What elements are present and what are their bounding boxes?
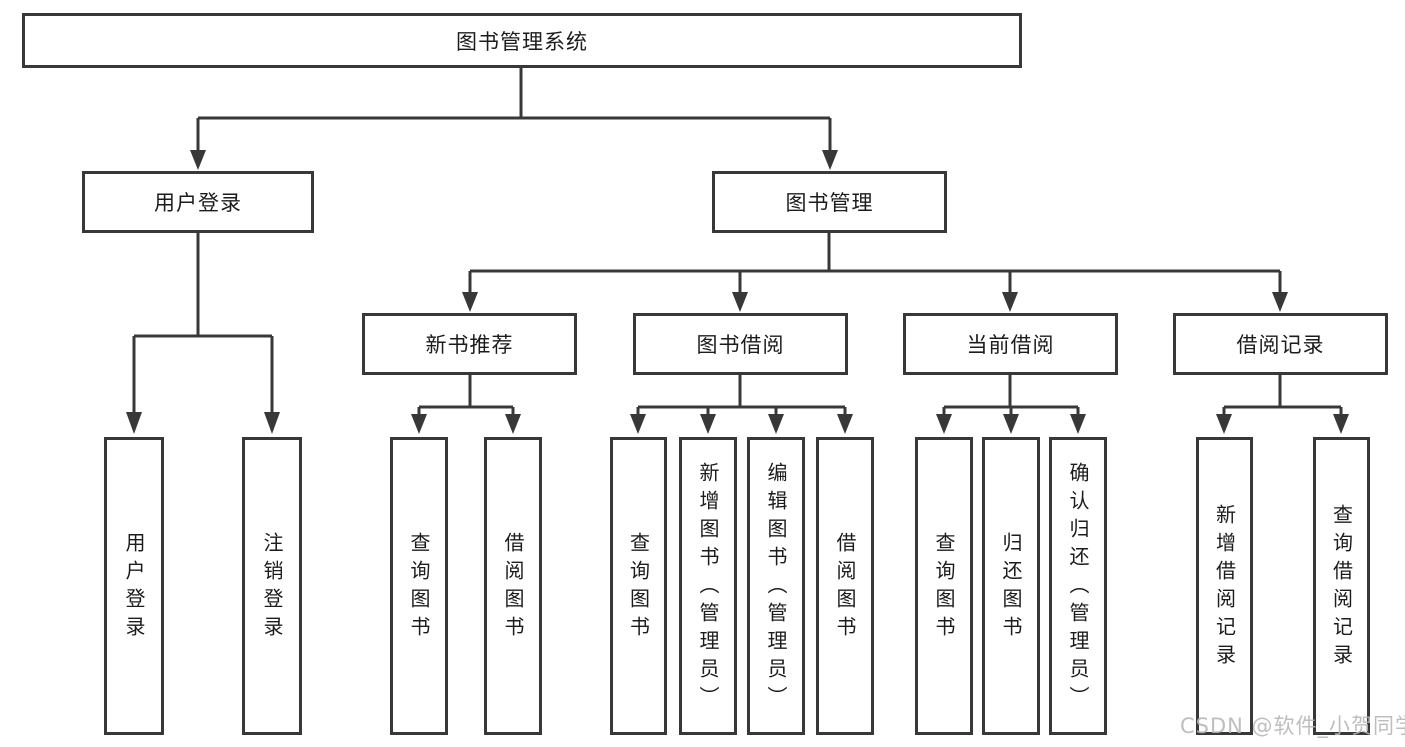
- leaf-logout: 注销登录: [242, 437, 302, 735]
- node-user-login: 用户登录: [82, 171, 314, 233]
- leaf-current-confirm-return-admin: 确认归还（管理员）: [1049, 437, 1107, 735]
- leaf-records-query-record: 查询借阅记录: [1313, 437, 1370, 735]
- leaf-borrow-add-books-admin: 新增图书（管理员）: [679, 437, 737, 735]
- node-current-borrow: 当前借阅: [903, 313, 1118, 375]
- leaf-recommend-borrow-books: 借阅图书: [484, 437, 542, 735]
- node-book-management: 图书管理: [712, 171, 947, 233]
- csdn-watermark: CSDN @软件_小贺同学: [1180, 714, 1405, 738]
- node-new-book-recommend: 新书推荐: [362, 313, 577, 375]
- node-borrow-records: 借阅记录: [1173, 313, 1388, 375]
- leaf-current-query-books: 查询图书: [915, 437, 973, 735]
- leaf-recommend-query-books: 查询图书: [390, 437, 448, 735]
- leaf-user-login: 用户登录: [104, 437, 164, 735]
- leaf-current-return-books: 归还图书: [982, 437, 1040, 735]
- leaf-records-add-record: 新增借阅记录: [1196, 437, 1253, 735]
- leaf-borrow-borrow-books: 借阅图书: [816, 437, 874, 735]
- leaf-borrow-edit-books-admin: 编辑图书（管理员）: [747, 437, 805, 735]
- node-book-borrow: 图书借阅: [633, 313, 848, 375]
- node-library-management-system: 图书管理系统: [22, 13, 1022, 68]
- leaf-borrow-query-books: 查询图书: [610, 437, 667, 735]
